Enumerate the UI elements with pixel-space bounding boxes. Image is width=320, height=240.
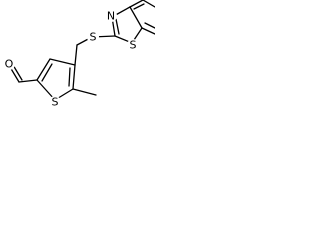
aldehyde-group — [9, 64, 38, 83]
aldehyde-c-ring-bond — [18, 79, 38, 83]
methylene-bond-ring — [74, 44, 78, 66]
benzene-bond-4-double — [144, 22, 155, 29]
thiophene-sulfur-label: S — [52, 96, 59, 109]
benzothiazole-sulfur-label: S — [130, 39, 137, 52]
thiazole-bond-c3a-c7a — [129, 6, 143, 29]
thiophene-bond-c2-c3-double — [41, 63, 53, 82]
thiazole-bond-c2-n-double — [115, 18, 120, 35]
thiophene-bond-c3-c4 — [49, 58, 76, 66]
benzothiazole-n-mask — [105, 10, 117, 22]
thiophene-bond-c4-c5 — [72, 64, 76, 90]
benzene-bond-5-double — [133, 3, 145, 10]
aldehyde-oxygen-label: O — [5, 58, 14, 71]
thiophene-ring — [36, 58, 76, 101]
thiophene-bond-s-c2 — [36, 79, 56, 101]
aldehyde-c-o-double-bond-second-line — [12, 64, 23, 81]
thiophene-bond-c2-c3 — [36, 58, 51, 81]
thioether-s-mask — [87, 31, 99, 43]
methyl-bond — [72, 88, 97, 96]
benzene-ring — [129, 0, 155, 35]
thiazole-ring — [111, 6, 143, 44]
benzothiazole-s-mask — [127, 39, 139, 51]
benzothiazole-nitrogen-label: N — [107, 10, 115, 23]
aldehyde-o-mask — [3, 58, 15, 70]
chemical-structure-diagram: O S S N S — [3, 0, 155, 109]
aldehyde-c-o-double-bond — [9, 66, 20, 83]
thiophene-bond-c4-c5-double — [68, 67, 71, 87]
thiophene-s-mask — [49, 96, 61, 108]
benzene-bond-3 — [141, 27, 155, 35]
benzene-bond-2 — [142, 0, 155, 8]
thioether-sulfur-label: S — [90, 31, 97, 44]
benzene-bond-1 — [129, 0, 144, 8]
